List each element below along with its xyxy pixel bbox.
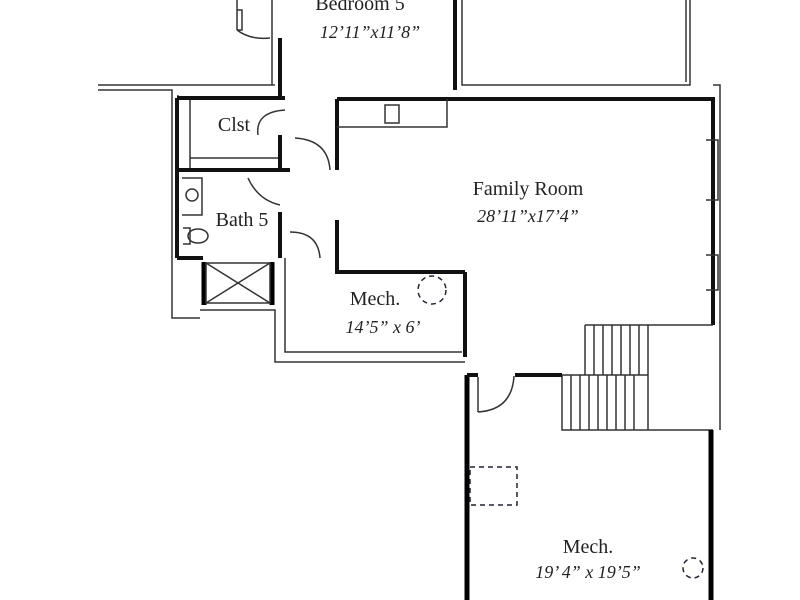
room-name-bedroom: Bedroom 5 [315,0,404,15]
water-heater-icon [682,557,704,579]
stair-treads [570,325,640,430]
furnace-outline [469,466,518,506]
room-size-mech-large: 19’ 4” x 19’5” [535,562,641,582]
room-name-mech-small: Mech. [350,288,401,310]
room-size-mech-small: 14’5” x 6’ [346,317,421,337]
room-size-bedroom: 12’11”x11’8” [320,22,420,42]
fixtures [417,275,704,579]
room-size-family-room: 28’11”x17’4” [477,206,579,226]
room-name-bath: Bath 5 [216,209,269,231]
walls [98,0,721,600]
room-name-closet: Clst [218,114,251,136]
labels: Bedroom 5 12’11”x11’8” Clst Bath 5 Famil… [216,0,641,582]
room-name-family-room: Family Room [473,178,584,200]
water-heater-icon [417,275,447,305]
room-name-mech-large: Mech. [563,536,614,558]
